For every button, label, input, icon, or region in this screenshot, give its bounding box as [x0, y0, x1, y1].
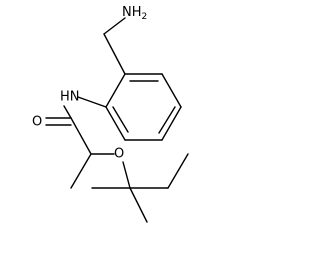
bond-alpha-methyl	[70, 153, 92, 189]
bond-quat-methyl-down	[129, 187, 148, 223]
ring-bond-2	[161, 73, 182, 108]
bond-ring-amide-n	[77, 96, 107, 108]
bond-n-carbonyl	[63, 105, 72, 119]
bond-carbonyl-alpha	[70, 117, 92, 155]
ring-bond-5	[105, 106, 126, 141]
bond-ring-ch2	[103, 33, 126, 75]
bond-ether-o-quat	[122, 161, 131, 189]
amide-nh-label: HN	[60, 90, 80, 105]
bond-ch2-nh2	[103, 17, 126, 35]
ring-bond-3	[161, 106, 182, 141]
amine-nh2-label: NH2	[122, 5, 147, 22]
carbonyl-oxygen-label: O	[32, 115, 42, 130]
ring-double-inner-2	[158, 106, 176, 134]
ring-bond-6	[105, 73, 126, 108]
ring-double-inner-3	[112, 106, 129, 133]
ether-oxygen-label: O	[114, 147, 124, 162]
bond-ethyl-methyl	[167, 153, 189, 189]
chemical-structure-diagram: NH2 HN O O	[32, 5, 189, 223]
